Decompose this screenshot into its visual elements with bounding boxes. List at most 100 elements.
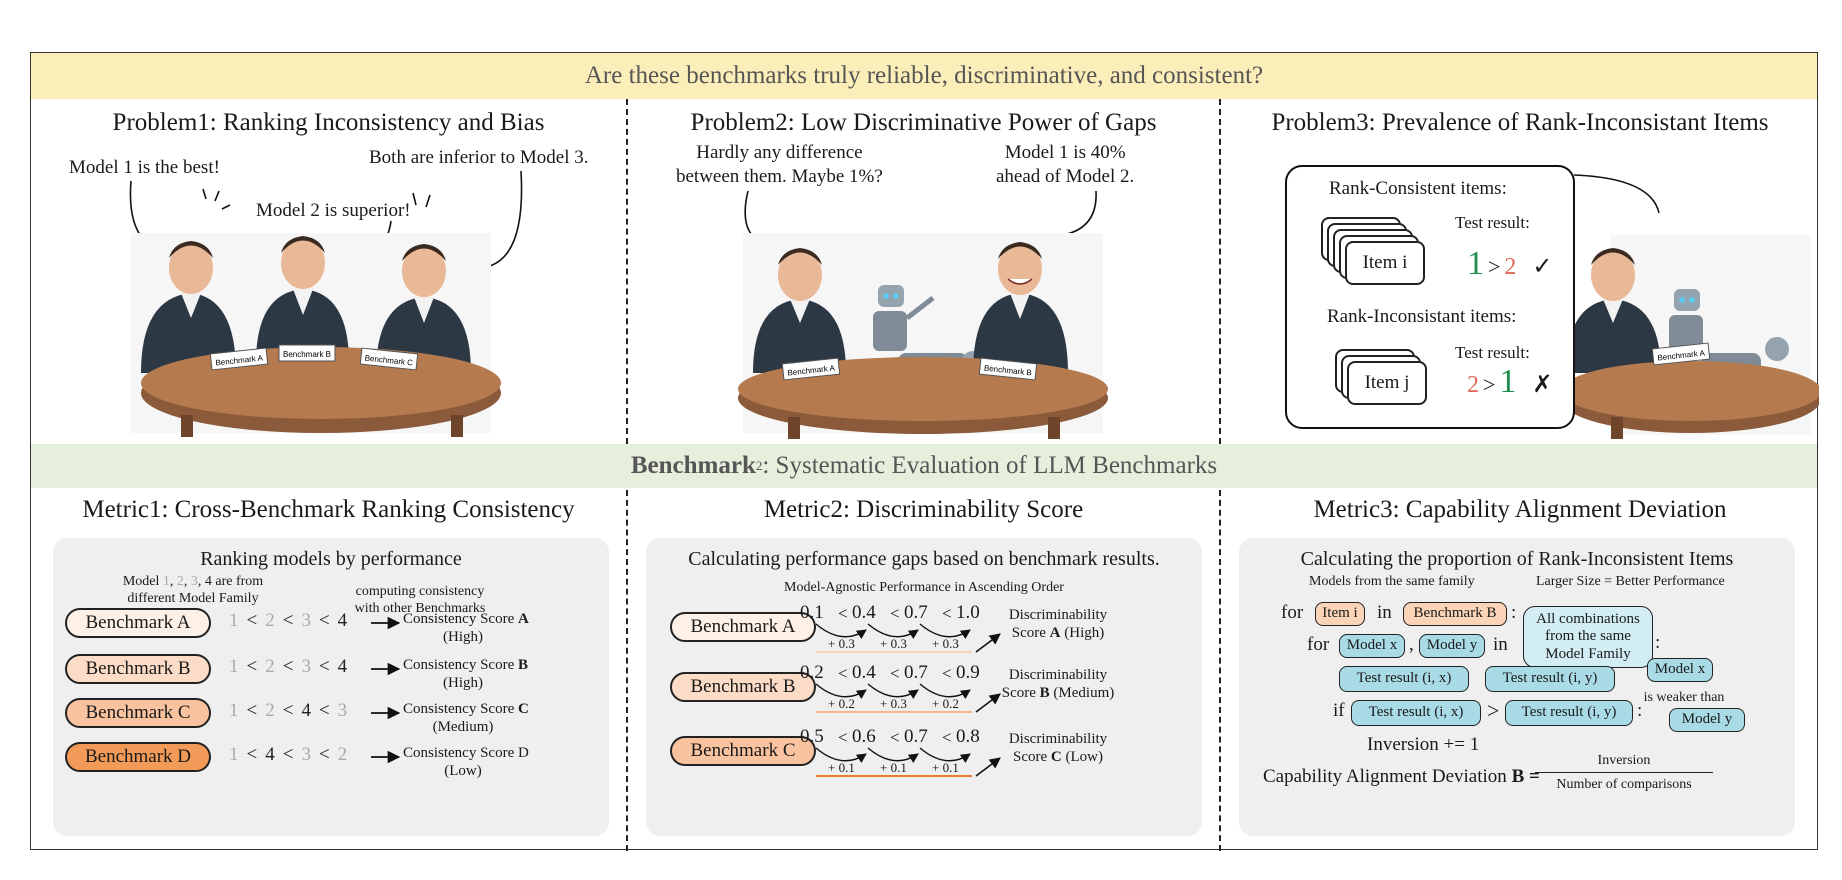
divider-bottom-1 [626, 490, 628, 851]
score-level: (High) [443, 629, 483, 645]
item-i-label: Item i [1345, 241, 1425, 285]
metric1-title: Metric1: Cross-Benchmark Ranking Consist… [82, 496, 575, 523]
gap-arc [867, 683, 919, 699]
colon-2: : [1655, 632, 1661, 653]
less-than: < [890, 728, 900, 747]
metric3-note-right: Larger Size = Better Performance [1536, 574, 1725, 589]
in-keyword-2: in [1493, 634, 1508, 655]
gap-arc [919, 623, 971, 639]
rank-inconsistant-label: Rank-Inconsistant items: [1327, 306, 1517, 327]
note-left-line2: different Model Family [127, 590, 259, 606]
metric3-card-title: Calculating the proportion of Rank-Incon… [1300, 548, 1734, 570]
test-result-iy-tag: Test result (i, y) [1485, 666, 1615, 692]
benchmark-b-tag: Benchmark B [1403, 602, 1507, 626]
test-result-ix-tag: Test result (i, x) [1339, 666, 1469, 692]
cad-numerator: Inversion [1597, 753, 1651, 768]
metric1-arrows [371, 616, 401, 764]
result-consistent: 1>2✓ [1467, 245, 1553, 283]
note-right-line1: computing consistency [355, 584, 485, 599]
gap-arc [919, 747, 971, 763]
gap-label: + 0.3 [932, 636, 959, 651]
score-arrow [975, 693, 1001, 713]
performance-value: 0.9 [956, 662, 980, 683]
problem1-title: Problem1: Ranking Inconsistency and Bias [112, 109, 545, 136]
consistency-score: Consistency Score C(Medium) [403, 700, 529, 736]
consistency-score: Consistency Score D(Low) [403, 744, 529, 780]
divider-bottom-2 [1219, 490, 1221, 851]
consistency-score: Consistency Score A(High) [403, 610, 529, 646]
less-than: < [890, 604, 900, 623]
colon-1: : [1511, 602, 1517, 623]
metric1-note-left: Model 1, 2, 3, 4 are from different Mode… [113, 574, 273, 608]
score-line: Consistency Score C [403, 701, 529, 717]
bubble-ahead-line2: ahead of Model 2. [996, 165, 1135, 187]
gap-label: + 0.1 [932, 760, 959, 775]
performance-value: 0.1 [800, 602, 824, 623]
benchmark2-sup: 2 [755, 458, 763, 473]
score-line1: Discriminability [1008, 607, 1108, 623]
rank-two: 2 [1504, 254, 1517, 280]
model-y-tag-2: Model y [1669, 708, 1745, 732]
item-j-label: Item j [1347, 361, 1427, 405]
gap-arc [815, 623, 867, 639]
gap-label: + 0.2 [932, 696, 959, 711]
note-right-line2: with other Benchmarks [354, 600, 486, 616]
cad-letter: B = [1511, 766, 1540, 787]
bubble-model3: Both are inferior to Model 3. [369, 147, 589, 168]
divider-top-2 [1219, 99, 1221, 444]
bubble-hardly-any: Hardly any difference between them. Mayb… [676, 141, 883, 189]
cad-denominator: Number of comparisons [1556, 777, 1692, 792]
performance-value: 1.0 [956, 602, 980, 623]
performance-value: 0.7 [904, 602, 928, 623]
score-line2: Score C (Low) [1013, 749, 1103, 765]
cad-label: Capability Alignment Deviation B = [1263, 766, 1540, 788]
less-than: < [246, 700, 258, 721]
note-post: , 4 are from [197, 574, 264, 589]
person-happy [973, 242, 1068, 373]
gt-keyword: > [1487, 698, 1500, 723]
rank-consistent-label: Rank-Consistent items: [1329, 178, 1507, 199]
weaker-than-text: is weaker than [1643, 690, 1725, 705]
score-letter: B [517, 657, 528, 673]
metric3-card: Calculating the proportion of Rank-Incon… [1239, 538, 1795, 836]
score-line: Consistency Score D [403, 745, 529, 761]
performance-value: 0.7 [904, 662, 928, 683]
less-than: < [246, 744, 258, 765]
figure-frame: Are these benchmarks truly reliable, dis… [30, 52, 1819, 851]
bubble-model1-best: Model 1 is the best! [69, 157, 220, 178]
if-keyword: if [1333, 700, 1345, 721]
rank-number: 1 [229, 744, 239, 765]
rank-number: 3 [301, 610, 311, 631]
gap-arc [815, 683, 867, 699]
performance-value: 0.6 [852, 726, 876, 747]
rank-number: 4 [301, 700, 311, 721]
metric2-card: Calculating performance gaps based on be… [646, 538, 1202, 836]
rank-number: 2 [265, 656, 275, 677]
benchmark-pill: Benchmark C [65, 698, 211, 728]
less-than: < [282, 744, 294, 765]
note-c2: , [183, 574, 191, 589]
rank-sequence: 1<2<4<3 [229, 700, 347, 722]
model-x-tag-2: Model x [1647, 658, 1713, 682]
less-than: < [318, 656, 330, 677]
bubble-ahead-line1: Model 1 is 40% [1004, 142, 1126, 163]
robot-standing [873, 285, 935, 351]
metric1-card: Ranking models by performance Model 1, 2… [53, 538, 609, 836]
score-letter: A [517, 611, 529, 627]
question-text: Are these benchmarks truly reliable, dis… [584, 62, 1264, 89]
benchmark2-subtitle: : Systematic Evaluation of LLM Benchmark… [762, 452, 1218, 479]
less-than: < [246, 656, 258, 677]
inversion-increment: Inversion += 1 [1367, 734, 1480, 755]
note-n2: 2 [176, 574, 184, 589]
person-thinking [753, 248, 846, 373]
consistency-score: Consistency Score B(High) [403, 656, 528, 692]
less-than: < [282, 610, 294, 631]
gap-label: + 0.1 [880, 760, 907, 775]
person-pondering [1566, 248, 1661, 373]
all-comb-line1: All combinations [1536, 611, 1640, 628]
gap-arc [815, 747, 867, 763]
rank-number: 4 [337, 656, 348, 677]
item-i-tag: Item i [1315, 602, 1365, 626]
rank-one: 1 [1499, 363, 1517, 400]
